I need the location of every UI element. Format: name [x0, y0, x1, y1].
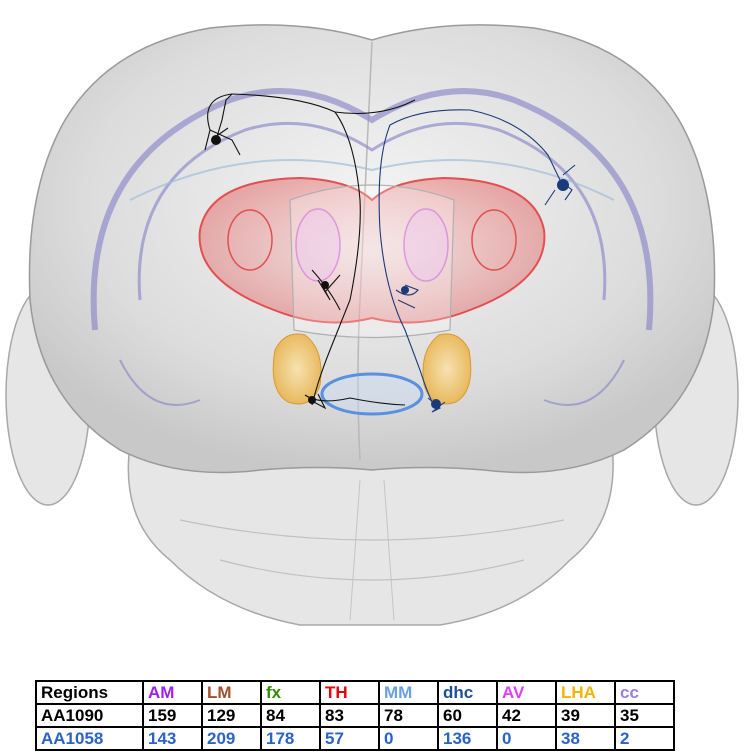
region-header: fx: [260, 680, 321, 705]
region-header: MM: [378, 680, 439, 705]
neuron-label: AA1090: [35, 703, 144, 728]
table-cell: 84: [260, 703, 321, 728]
fornix-region: [289, 184, 455, 339]
anterior-ventral-region: [295, 208, 449, 282]
regions-header: Regions: [35, 680, 144, 705]
region-header: LHA: [555, 680, 616, 705]
region-header: AV: [496, 680, 557, 705]
table-cell: 83: [319, 703, 380, 728]
neuron-aa1090-trace: [204, 93, 416, 410]
brain-rendering: [5, 24, 739, 626]
table-cell: 42: [496, 703, 557, 728]
table-cell: 35: [614, 703, 675, 728]
table-header-row: Regions AM LM fx TH MM dhc AV LHA cc: [35, 680, 675, 705]
callosum-region: [90, 88, 654, 406]
region-header: TH: [319, 680, 380, 705]
projection-table: Regions AM LM fx TH MM dhc AV LHA cc AA1…: [35, 680, 675, 751]
mammillary-region: [320, 372, 424, 416]
table-cell: 209: [201, 726, 262, 751]
table-cell: 143: [142, 726, 203, 751]
neuron-label: AA1058: [35, 726, 144, 751]
table-cell: 159: [142, 703, 203, 728]
thalamus-region: [198, 176, 546, 324]
region-header: LM: [201, 680, 262, 705]
neuron-clusters: [211, 135, 569, 409]
table-cell: 38: [555, 726, 616, 751]
table-row-aa1058: AA1058 143 209 178 57 0 136 0 38 2: [35, 726, 675, 751]
table-cell: 0: [378, 726, 439, 751]
table-row-aa1090: AA1090 159 129 84 83 78 60 42 39 35: [35, 703, 675, 728]
table-cell: 60: [437, 703, 498, 728]
table-cell: 39: [555, 703, 616, 728]
region-header: cc: [614, 680, 675, 705]
table-cell: 2: [614, 726, 675, 751]
lateral-hypothalamic-area: [272, 333, 472, 405]
region-header: dhc: [437, 680, 498, 705]
region-header: AM: [142, 680, 203, 705]
table-cell: 136: [437, 726, 498, 751]
table-cell: 57: [319, 726, 380, 751]
table-cell: 178: [260, 726, 321, 751]
table-cell: 0: [496, 726, 557, 751]
hippocampal-commissure: [129, 159, 615, 201]
table-cell: 78: [378, 703, 439, 728]
table-cell: 129: [201, 703, 262, 728]
